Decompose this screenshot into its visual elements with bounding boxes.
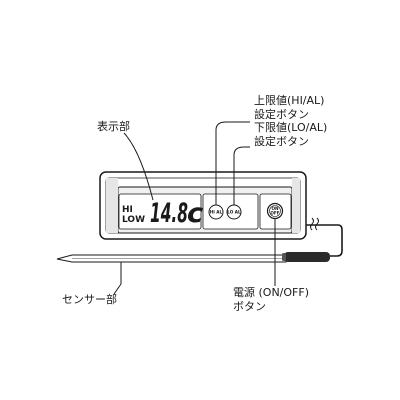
- hi-al-button[interactable]: HI AL: [208, 204, 224, 220]
- display-label: 表示部: [97, 119, 130, 133]
- power-button[interactable]: ON OFF: [266, 202, 284, 220]
- lcd-reading: 14.8: [150, 198, 188, 229]
- cable-break-icon: [310, 217, 319, 231]
- lo-button-leader-line: [233, 146, 250, 205]
- hi-button-leader-line: [215, 121, 250, 205]
- sensor-leader-line: [113, 262, 122, 295]
- hi-al-button-label: HI AL: [210, 210, 223, 215]
- lcd-display: HI LOW 14.8 c: [118, 193, 203, 230]
- probe-cable: [282, 224, 343, 262]
- lcd-low-indicator: LOW: [122, 215, 145, 225]
- power-label-line1: 電源 (ON/OFF): [233, 285, 309, 299]
- sensor-label: センサー部: [62, 292, 117, 306]
- hi-button-label-line2: 設定ボタン: [254, 107, 309, 121]
- lcd-unit: c: [187, 198, 203, 229]
- lo-button-label-line1: 下限値(LO/AL): [254, 121, 327, 134]
- hi-button-label-line1: 上限値(HI/AL): [254, 94, 324, 107]
- lo-button-label-line2: 設定ボタン: [254, 134, 309, 148]
- power-button-label-off: OFF: [270, 211, 279, 216]
- power-label-line2: ボタン: [233, 300, 266, 313]
- display-leader-line: [123, 132, 154, 201]
- lo-al-button[interactable]: LO AL: [226, 204, 242, 220]
- lo-al-button-label: LO AL: [227, 210, 241, 215]
- sensor-probe: [56, 254, 287, 263]
- power-button-label-on: ON: [271, 206, 279, 211]
- lcd-hi-indicator: HI: [122, 205, 133, 215]
- probe-plug: [284, 252, 330, 262]
